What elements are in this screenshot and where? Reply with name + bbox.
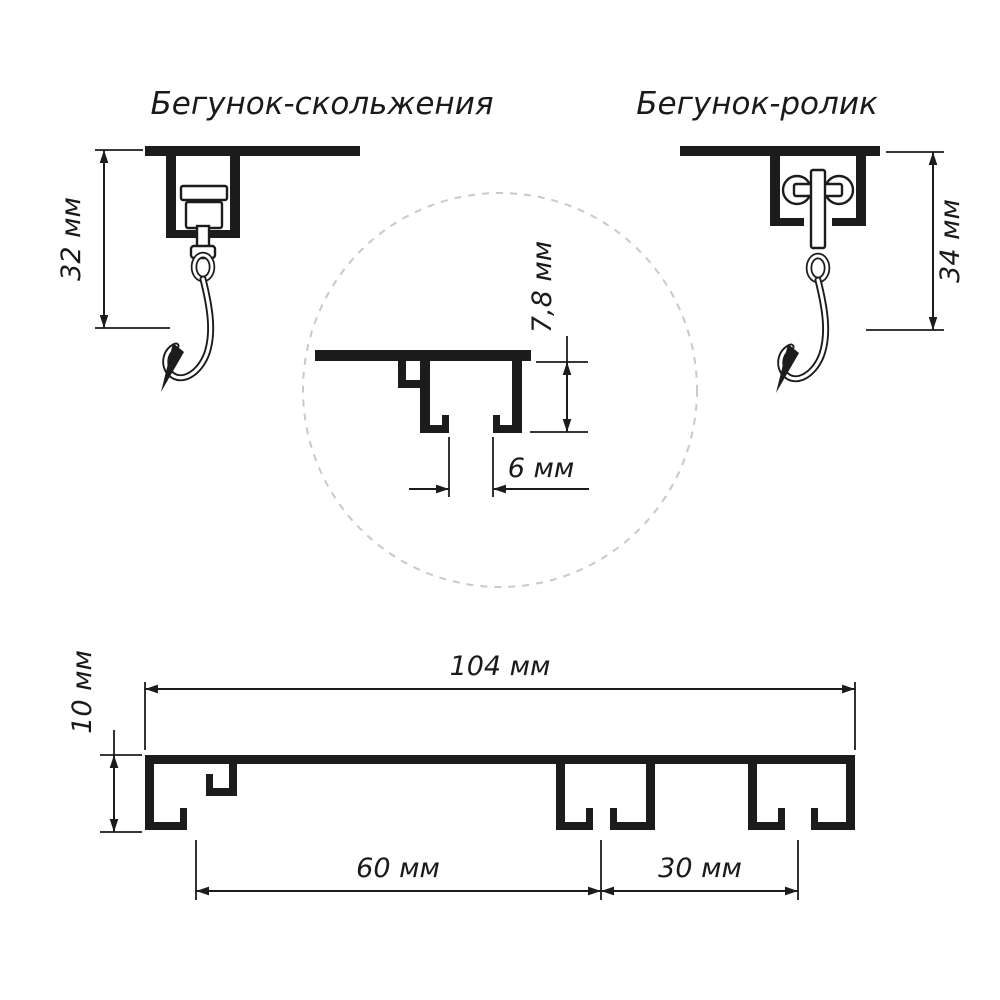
- dimension-60mm-label: 60 мм: [356, 853, 440, 884]
- roller-glider: [781, 168, 855, 250]
- dimension-7-8mm-label: 7,8 мм: [527, 241, 558, 333]
- detail-profile-section: [315, 350, 531, 433]
- dimension-34mm: 34 мм: [866, 151, 966, 331]
- dimension-60mm: 60 мм: [195, 840, 602, 900]
- dimension-10mm: 10 мм: [67, 650, 142, 833]
- roller-runner-title: Бегунок-ролик: [636, 86, 878, 122]
- dimension-104mm-label: 104 мм: [450, 651, 551, 682]
- dimension-6mm: 6 мм: [409, 437, 589, 497]
- dimension-10mm-label: 10 мм: [67, 650, 98, 734]
- detail-circle: [302, 192, 698, 588]
- dimension-6mm-label: 6 мм: [508, 453, 575, 484]
- full-profile-section: 104 мм 10 мм 60 мм 30 мм: [67, 650, 856, 900]
- dimension-32mm: 32 мм: [56, 149, 170, 329]
- slider-hook: [161, 251, 216, 392]
- dimension-7-8mm: 7,8 мм: [527, 241, 588, 433]
- dimension-34mm-label: 34 мм: [935, 199, 966, 283]
- dimension-32mm-label: 32 мм: [56, 197, 87, 281]
- full-profile-shape: [145, 755, 855, 830]
- roller-runner-assembly: Бегунок-ролик 34: [636, 86, 966, 393]
- dimension-30mm-label: 30 мм: [658, 853, 742, 884]
- dimension-30mm: 30 мм: [601, 840, 799, 900]
- dimension-104mm: 104 мм: [144, 651, 856, 750]
- hook-tip: [776, 344, 799, 393]
- slider-runner-assembly: Бегунок-скольжения: [56, 86, 494, 392]
- profile-detail-view: 7,8 мм 6 мм: [302, 192, 698, 588]
- slider-runner-title: Бегунок-скольжения: [151, 86, 494, 122]
- slider-rail-section: [145, 146, 360, 238]
- hook-tip: [161, 343, 184, 392]
- roller-rail-section: [680, 146, 880, 226]
- roller-hook: [776, 252, 831, 393]
- slider-glider: [179, 184, 229, 260]
